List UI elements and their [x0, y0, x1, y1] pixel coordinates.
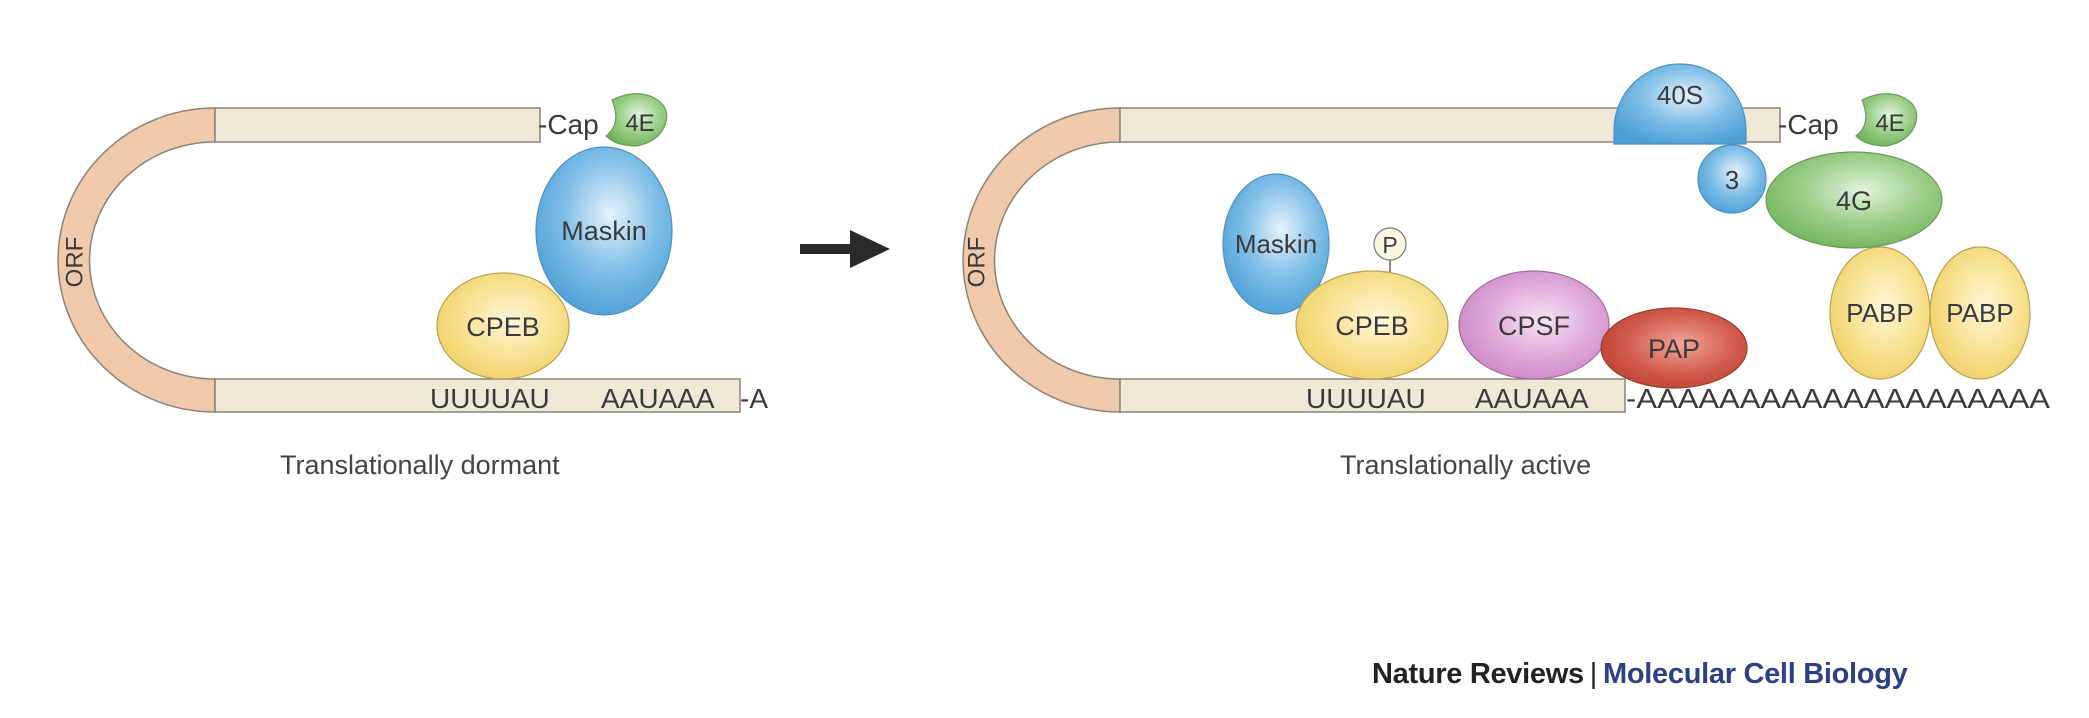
- protein-cpeb: CPEB: [1295, 270, 1449, 380]
- cpe-sequence: UUUUAU: [430, 383, 550, 414]
- protein-pap: PAP: [1600, 307, 1748, 389]
- protein-maskin: Maskin: [535, 146, 673, 316]
- poly-a-tail: -A: [740, 383, 768, 414]
- right-arrow-icon: [800, 230, 890, 268]
- svg-text:Maskin: Maskin: [561, 216, 647, 246]
- orf-label: ORF: [61, 237, 88, 288]
- publisher-name: Nature Reviews: [1372, 658, 1584, 690]
- svg-text:PAP: PAP: [1648, 334, 1700, 364]
- svg-text:40S: 40S: [1657, 80, 1703, 110]
- three-prime-utr: [214, 378, 741, 413]
- svg-text:PABP: PABP: [1946, 298, 2013, 328]
- figure-credit: Nature Reviews|Molecular Cell Biology: [1372, 658, 1908, 691]
- protein-eif3: 3: [1697, 144, 1767, 214]
- protein-cpeb: CPEB: [436, 272, 570, 380]
- caption-dormant: Translationally dormant: [280, 450, 560, 480]
- svg-text:CPEB: CPEB: [1335, 311, 1409, 341]
- polyadenylation-signal: AAUAAA: [1475, 383, 1589, 414]
- protein-maskin: Maskin: [1222, 173, 1330, 315]
- panel-dormant: ORF -Cap 4E Maskin CPEB UUUUAU AAUAAA -A…: [57, 93, 768, 480]
- polyadenylation-signal: AAUAAA: [601, 383, 715, 414]
- svg-text:3: 3: [1725, 165, 1739, 195]
- caption-active: Translationally active: [1340, 450, 1591, 480]
- panel-active: ORF 40S -Cap 4E 3 4G PABP PABP: [962, 63, 2050, 480]
- svg-text:4G: 4G: [1836, 186, 1872, 216]
- svg-text:4E: 4E: [1875, 110, 1904, 137]
- svg-text:4E: 4E: [625, 110, 654, 137]
- orf-segment: [962, 107, 1121, 413]
- protein-4g: 4G: [1765, 151, 1943, 249]
- poly-a-tail: -AAAAAAAAAAAAAAAAAAAA: [1626, 383, 2050, 414]
- credit-separator: |: [1589, 658, 1598, 690]
- protein-cpsf: CPSF: [1458, 270, 1610, 380]
- orf-segment: [57, 107, 216, 413]
- protein-40s: 40S: [1613, 63, 1747, 145]
- cap-label: -Cap: [1778, 109, 1839, 140]
- cap-label: -Cap: [538, 109, 599, 140]
- svg-text:CPSF: CPSF: [1498, 311, 1570, 341]
- journal-name: Molecular Cell Biology: [1603, 658, 1908, 690]
- svg-text:CPEB: CPEB: [466, 312, 540, 342]
- svg-text:P: P: [1382, 232, 1397, 258]
- phosphate-group: P: [1373, 227, 1407, 279]
- cpe-sequence: UUUUAU: [1306, 383, 1426, 414]
- protein-4e: 4E: [1855, 93, 1918, 147]
- three-prime-utr: [1119, 378, 1626, 413]
- five-prime-utr: [214, 107, 541, 143]
- protein-pabp: PABP: [1929, 246, 2031, 380]
- orf-label: ORF: [963, 237, 990, 288]
- svg-text:Maskin: Maskin: [1235, 229, 1317, 259]
- protein-4e: 4E: [605, 93, 668, 147]
- svg-text:PABP: PABP: [1846, 298, 1913, 328]
- protein-pabp: PABP: [1829, 246, 1931, 380]
